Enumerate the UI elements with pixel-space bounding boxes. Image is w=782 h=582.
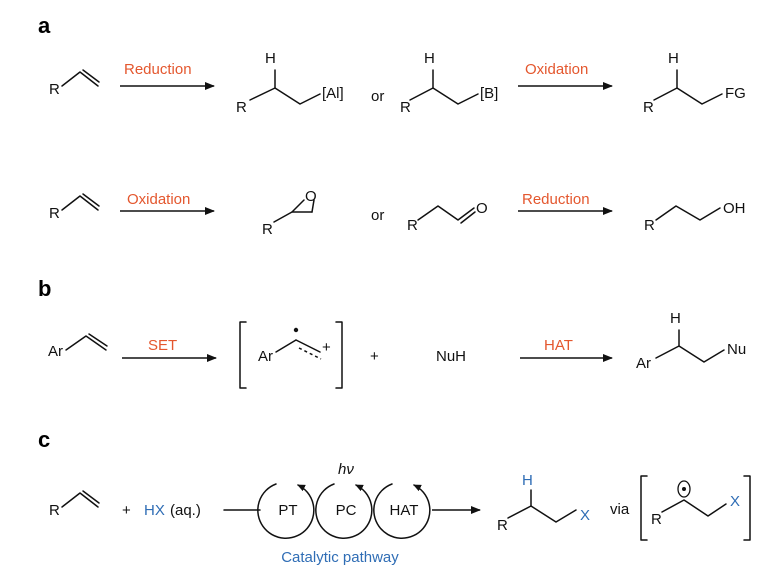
alkene2-r-label: R: [49, 205, 60, 222]
radical-intermediate-brackets: [640, 475, 751, 541]
b-r-label: R: [400, 99, 411, 116]
aryl-alkene-ar-label: Ar: [48, 343, 63, 360]
alkene-structure: [61, 69, 100, 87]
alcohol-structure: [655, 205, 721, 221]
b-h-label: H: [424, 50, 435, 67]
section-label-c: c: [38, 427, 50, 452]
alkene3-r-label: R: [49, 502, 60, 519]
pt-cycle: PT: [257, 483, 315, 539]
b-group-label: [B]: [480, 85, 498, 102]
x-product-x-label: X: [580, 507, 590, 524]
x-product-r-label: R: [497, 517, 508, 534]
aldehyde-r-label: R: [407, 217, 418, 234]
al-r-label: R: [236, 99, 247, 116]
reduction2-label: Reduction: [522, 191, 590, 208]
oxidation2-label: Oxidation: [127, 191, 190, 208]
epoxide-structure: [273, 199, 315, 223]
epoxide-o-label: O: [305, 188, 317, 205]
aldehyde-structure: [417, 205, 476, 224]
nu-product-h-label: H: [670, 310, 681, 327]
set-label: SET: [148, 337, 177, 354]
radical-cation-structure: [275, 327, 322, 360]
organoborane-structure: [409, 69, 479, 105]
plus-b: +: [370, 348, 379, 365]
radical-cation-brackets: [239, 321, 343, 389]
alkene-r-label: R: [49, 81, 60, 98]
or-label-2: or: [371, 207, 384, 224]
aryl-alkene-structure: [65, 333, 108, 351]
hx-label: HX: [144, 502, 165, 519]
hat-cycle: HAT: [373, 483, 431, 539]
rowc: R + HX (aq.) PT PC HAT hν Catalytic path…: [49, 461, 751, 566]
x-product-h-label: H: [522, 472, 533, 489]
organoaluminum-structure: [249, 69, 321, 105]
alkene2-structure: [61, 193, 100, 211]
radical-x-label: X: [730, 493, 740, 510]
fg-group-label: FG: [725, 85, 746, 102]
nu-product-ar-label: Ar: [636, 355, 651, 372]
nu-product-nu-label: Nu: [727, 341, 746, 358]
fg-r-label: R: [643, 99, 654, 116]
row1: R Reduction H R [Al] or H R [B] Oxidatio…: [49, 50, 746, 116]
section-label-a: a: [38, 13, 51, 38]
or-label-1: or: [371, 88, 384, 105]
radical-r-label: R: [651, 511, 662, 528]
rowb: Ar SET Ar + + NuH HAT H Ar Nu: [48, 310, 746, 389]
hat-cycle-label: HAT: [390, 502, 419, 519]
nu-product-structure: [655, 329, 725, 363]
al-group-label: [Al]: [322, 85, 344, 102]
via-label: via: [610, 501, 630, 518]
fg-h-label: H: [668, 50, 679, 67]
pt-cycle-label: PT: [278, 502, 297, 519]
hat-label: HAT: [544, 337, 573, 354]
catalytic-pathway-caption: Catalytic pathway: [281, 549, 399, 566]
al-h-label: H: [265, 50, 276, 67]
radical-intermediate-structure: [661, 480, 727, 517]
epoxide-r-label: R: [262, 221, 273, 238]
aq-label: (aq.): [170, 502, 201, 519]
reduction-label: Reduction: [124, 61, 192, 78]
x-product-structure: [507, 489, 577, 523]
aldehyde-o-label: O: [476, 200, 488, 217]
alcohol-oh-label: OH: [723, 200, 746, 217]
alkene3-structure: [61, 490, 100, 508]
pc-cycle-label: PC: [336, 502, 357, 519]
pc-cycle: PC: [315, 483, 373, 539]
hv-label: hν: [338, 461, 354, 478]
cation-plus-label: +: [322, 339, 331, 356]
row2: R Oxidation O R or R O Reduction R OH: [49, 188, 746, 238]
nuh-label: NuH: [436, 348, 466, 365]
section-label-b: b: [38, 276, 51, 301]
oxidation-label: Oxidation: [525, 61, 588, 78]
alcohol-r-label: R: [644, 217, 655, 234]
cation-ar-label: Ar: [258, 348, 273, 365]
plus-c: +: [122, 502, 131, 519]
functionalized-product-structure: [653, 69, 723, 105]
